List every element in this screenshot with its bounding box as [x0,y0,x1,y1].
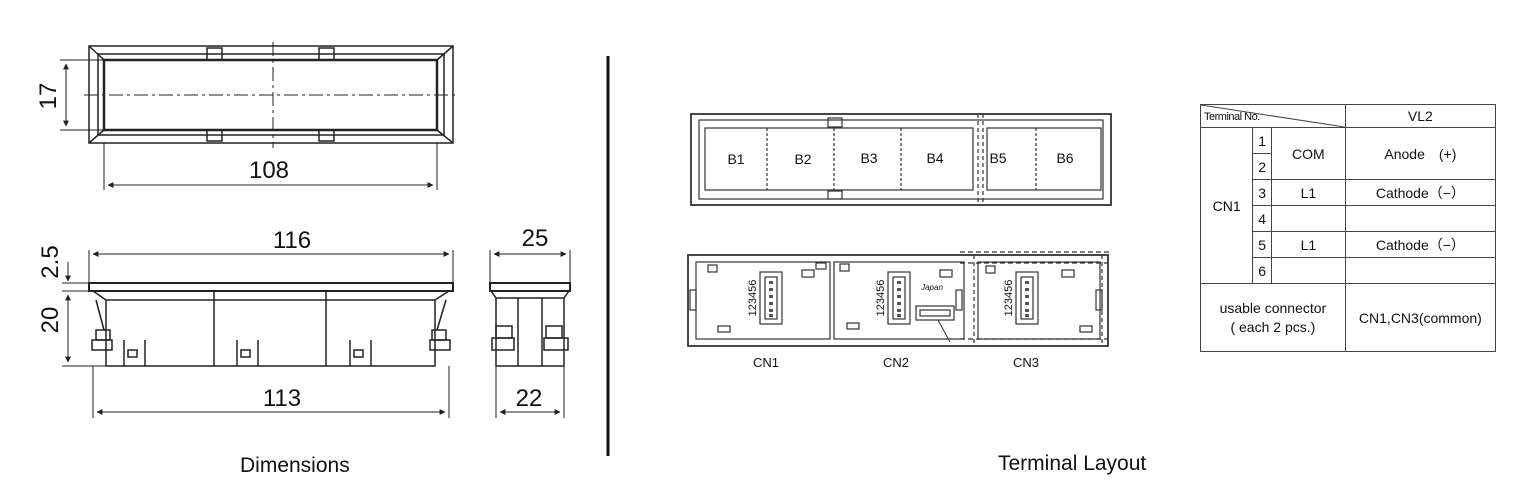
dim-front-bottom-width: 113 [263,385,301,412]
button-label-b4: B4 [926,150,943,166]
button-label-b6: B6 [1056,150,1073,166]
dim-top-height: 17 [35,83,62,110]
connector-label-cn2: CN2 [883,355,909,370]
pin-3: 3 [1252,179,1272,206]
button-label-b3: B3 [860,150,877,166]
terminal-table: Terminal No. VL2 CN1 1 COM Anode (+) 2 3… [1199,104,1497,352]
empty-cell-4 [1270,205,1346,232]
terminal-no-label: Terminal No. [1204,111,1260,123]
pin-1: 1 [1252,127,1272,154]
top-view [60,42,458,190]
l1-cell-a: L1 [1270,179,1346,206]
cathode-cell-b: Cathode（−） [1344,231,1497,258]
usable-connector-cell: usable connector ( each 2 pcs.) [1200,283,1346,352]
com-cell: COM [1270,127,1346,180]
empty-cell-6 [1270,257,1346,284]
cn2-pin-numbers: 123456 [875,280,887,317]
connector-label-cn1: CN1 [753,355,779,370]
connector-pin-dots [769,281,1029,317]
side-view [489,250,571,418]
usable-connector-value: CN1,CN3(common) [1344,283,1497,352]
dim-side-bottom-width: 22 [516,385,543,412]
button-label-b5: B5 [989,150,1006,166]
button-label-b2: B2 [794,151,811,167]
l1-cell-b: L1 [1270,231,1346,258]
cn1-pin-numbers: 123456 [747,280,759,317]
empty-cell-4b [1344,205,1497,232]
cathode-cell-a: Cathode（−） [1344,179,1497,206]
dim-front-top-width: 116 [273,227,311,254]
model-header: VL2 [1344,104,1497,128]
dim-front-height: 20 [37,307,64,334]
pin-2: 2 [1252,153,1272,180]
maker-mark: Japan [920,283,943,292]
empty-cell-6b [1344,257,1497,284]
usable-connector-qty: ( each 2 pcs.) [1230,318,1316,335]
terminal-no-header: Terminal No. [1200,104,1346,128]
pin-4: 4 [1252,205,1272,232]
usable-connector-label: usable connector [1219,299,1327,316]
cn3-pin-numbers: 123456 [1003,280,1015,317]
connector-panel [687,251,1112,347]
button-panel [690,113,1112,206]
pin-6: 6 [1252,257,1272,284]
dim-top-width: 108 [249,157,289,184]
header-diagonal [1201,105,1345,127]
pin-5: 5 [1252,231,1272,258]
connector-label-cn3: CN3 [1013,355,1039,370]
cn1-group-label: CN1 [1199,127,1254,284]
dim-side-top-width: 25 [522,225,549,252]
front-view [62,250,454,418]
anode-cell: Anode (+) [1344,127,1497,180]
button-label-b1: B1 [727,151,744,167]
dimensions-caption: Dimensions [240,454,350,477]
dim-front-bezel: 2.5 [37,245,64,278]
terminal-layout-caption: Terminal Layout [998,452,1147,475]
